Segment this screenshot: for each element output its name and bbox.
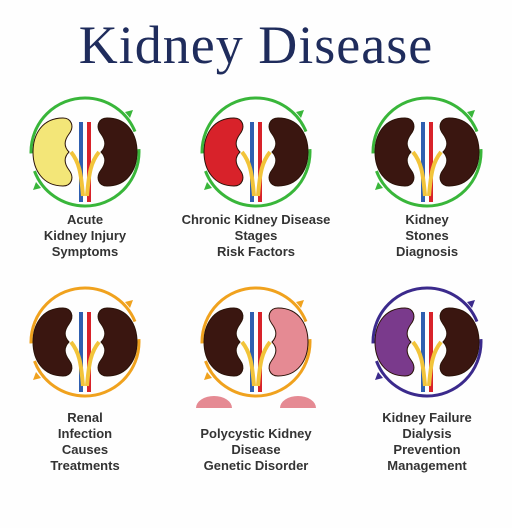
disease-panel-4: Renal Infection Causes Treatments <box>0 278 170 528</box>
arrow-icon <box>296 110 304 118</box>
cycle-ring <box>371 286 483 398</box>
kidney-shape <box>32 117 73 187</box>
kidney-shape <box>439 307 480 377</box>
caption-line: Infection <box>57 426 113 441</box>
cycle-ring <box>200 96 312 208</box>
caption-2: Chronic Kidney Disease Stages Risk Facto… <box>171 212 341 260</box>
arrow-icon <box>204 372 212 380</box>
kidney-illustration-6 <box>371 286 483 398</box>
kidney-shape <box>268 307 309 377</box>
bladder-right <box>280 396 316 408</box>
kidney-illustration-2 <box>200 96 312 208</box>
arrow-icon <box>296 300 304 308</box>
arrow-icon <box>33 372 41 380</box>
caption-line: Prevention <box>393 442 461 457</box>
kidney-right <box>439 307 480 377</box>
caption-line: Diagnosis <box>395 244 459 259</box>
disease-panel-2: Chronic Kidney Disease Stages Risk Facto… <box>171 88 341 338</box>
caption-line: Symptoms <box>51 244 119 259</box>
caption-6: Kidney Failure Dialysis Prevention Manag… <box>342 410 512 474</box>
kidney-left <box>374 307 415 377</box>
kidney-right <box>97 307 138 377</box>
arrow-icon <box>125 300 133 308</box>
disease-panel-1: Acute Kidney Injury Symptoms <box>0 88 170 338</box>
caption-line: Stones <box>405 228 449 243</box>
ureter-right <box>256 150 272 197</box>
kidney-right <box>268 307 309 377</box>
arrow-icon <box>375 182 383 190</box>
ureter-left <box>240 340 256 387</box>
caption-5: Polycystic Kidney Disease Genetic Disord… <box>171 426 341 474</box>
kidney-right <box>439 117 480 187</box>
cycle-ring <box>200 286 312 398</box>
caption-1: Acute Kidney Injury Symptoms <box>0 212 170 260</box>
kidney-illustration-1 <box>29 96 141 208</box>
caption-4: Renal Infection Causes Treatments <box>0 410 170 474</box>
ureter-left <box>69 150 85 197</box>
caption-line: Chronic Kidney Disease <box>181 212 331 227</box>
kidney-left <box>203 307 244 377</box>
arrow-icon <box>33 182 41 190</box>
kidney-illustration-3 <box>371 96 483 208</box>
disease-panel-6: Kidney Failure Dialysis Prevention Manag… <box>342 278 512 528</box>
disease-panel-3: Kidney Stones Diagnosis <box>342 88 512 338</box>
ureter-right <box>85 340 101 387</box>
kidney-left <box>32 117 73 187</box>
ureter-right <box>256 340 272 387</box>
ureter-right <box>427 150 443 197</box>
kidney-shape <box>203 307 244 377</box>
ureter-right <box>427 340 443 387</box>
bladder-left <box>196 396 232 408</box>
arrow-icon <box>467 300 475 308</box>
caption-line: Management <box>387 458 467 473</box>
kidney-shape <box>97 117 138 187</box>
caption-line: Disease <box>231 442 281 457</box>
kidney-shape <box>268 117 309 187</box>
ureter-right <box>85 150 101 197</box>
caption-line: Kidney Failure <box>382 410 472 425</box>
kidney-left <box>374 117 415 187</box>
caption-line: Acute <box>66 212 104 227</box>
cycle-ring <box>371 96 483 208</box>
kidney-shape <box>203 117 244 187</box>
kidney-shape <box>374 307 415 377</box>
kidney-left <box>32 307 73 377</box>
caption-line: Stages <box>234 228 278 243</box>
arrow-icon <box>204 182 212 190</box>
ureter-left <box>411 150 427 197</box>
caption-line: Renal <box>67 410 103 425</box>
arrow-icon <box>125 110 133 118</box>
ureter-left <box>240 150 256 197</box>
caption-line: Kidney Injury <box>43 228 127 243</box>
ureter-left <box>69 340 85 387</box>
arrow-icon <box>467 110 475 118</box>
caption-3: Kidney Stones Diagnosis <box>342 212 512 260</box>
kidney-shape <box>439 117 480 187</box>
page-title: Kidney Disease <box>78 15 434 75</box>
kidney-right <box>268 117 309 187</box>
ureter-left <box>411 340 427 387</box>
kidney-illustration-4 <box>29 286 141 398</box>
caption-line: Treatments <box>50 458 120 473</box>
cycle-ring <box>29 286 141 398</box>
kidney-shape <box>374 117 415 187</box>
cycle-ring <box>29 96 141 208</box>
disease-panel-5: Polycystic Kidney Disease Genetic Disord… <box>171 278 341 528</box>
kidney-shape <box>97 307 138 377</box>
caption-line: Risk Factors <box>216 244 296 259</box>
caption-line: Kidney <box>405 212 449 227</box>
arrow-icon <box>375 372 383 380</box>
kidney-right <box>97 117 138 187</box>
caption-line: Dialysis <box>402 426 452 441</box>
caption-line: Causes <box>61 442 109 457</box>
caption-line: Genetic Disorder <box>203 458 309 473</box>
caption-line: Polycystic Kidney <box>200 426 312 441</box>
kidney-illustration-5 <box>196 286 316 408</box>
kidney-left <box>203 117 244 187</box>
kidney-shape <box>32 307 73 377</box>
